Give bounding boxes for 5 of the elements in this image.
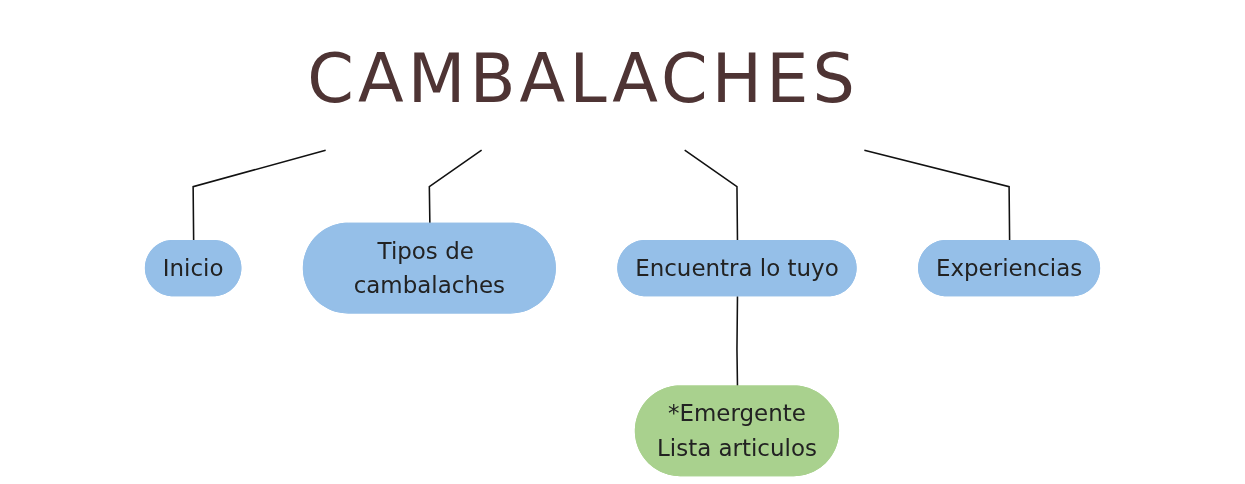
node-text: CAMBALACHES <box>307 40 860 118</box>
connector <box>192 149 327 242</box>
connector <box>683 149 739 242</box>
connector <box>428 149 483 225</box>
connector <box>863 149 1011 242</box>
